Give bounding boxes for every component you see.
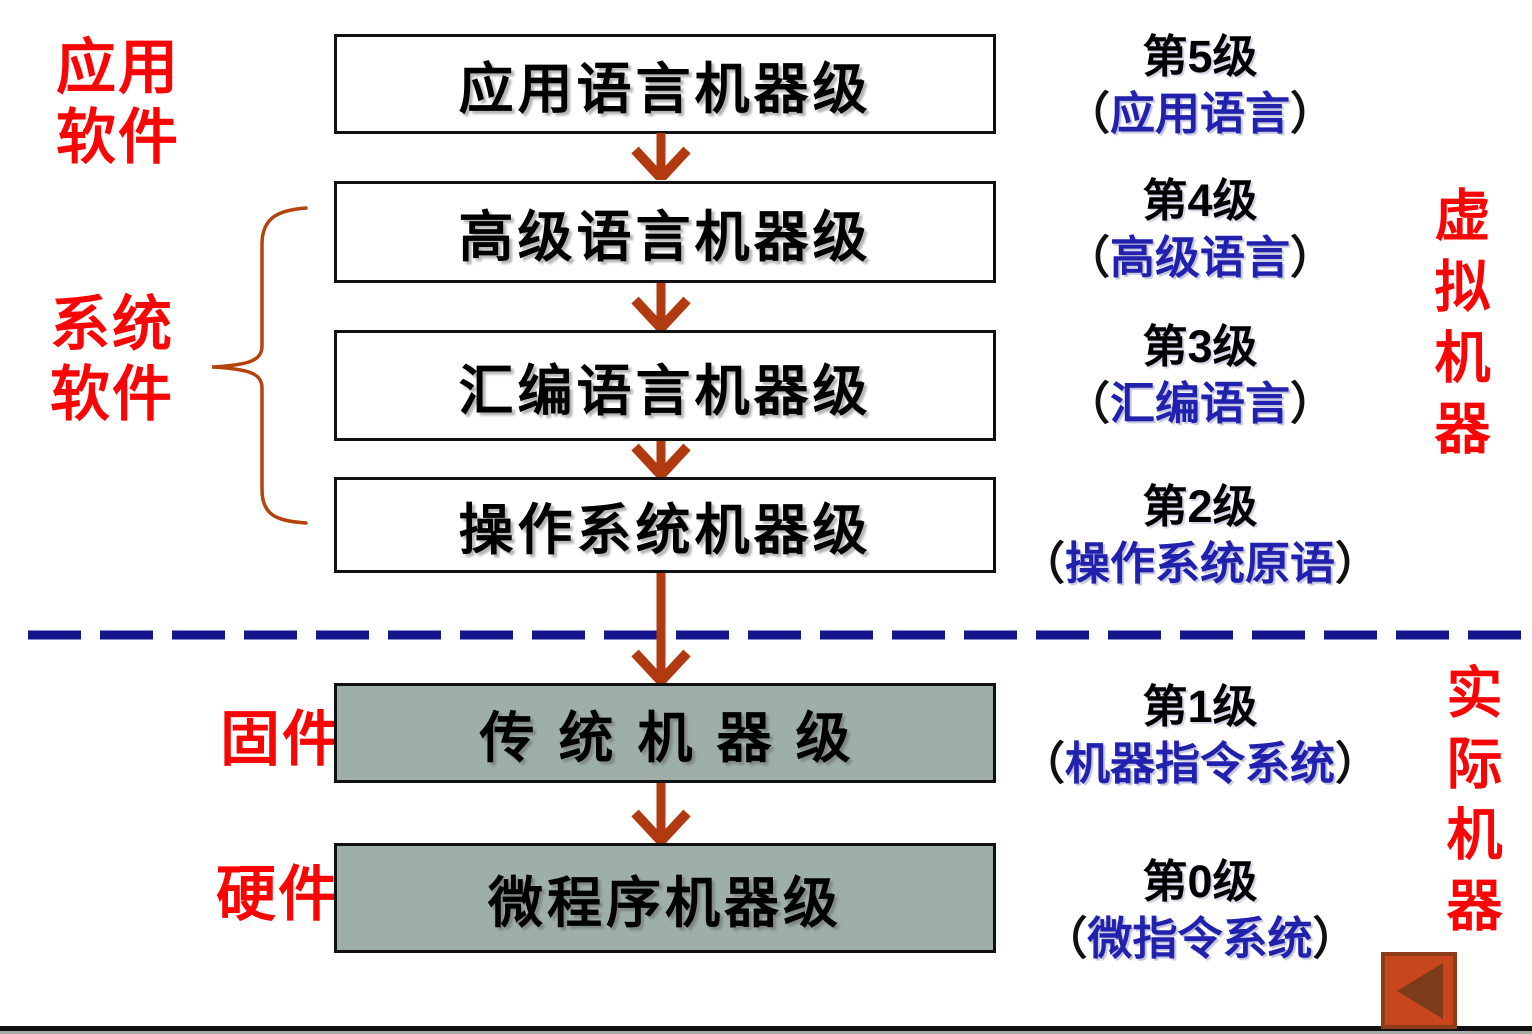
label-virtual-machine: 虚拟机器 [1425,186,1491,470]
box-microprogram-machine-label: 微程序机器级 [487,870,842,935]
level-2-caption: （操作系统原语） [1019,537,1381,590]
level-0-label: 第0级 （微指令系统） [980,853,1420,967]
back-triangle-icon [1397,962,1443,1019]
label-system-software: 系统 软件 [34,290,190,430]
box-application-language-level: 应用语言机器级 [334,34,996,134]
down-arrow-4 [631,573,691,683]
system-software-brace [211,206,308,525]
level-3-number: 3 [1187,321,1213,372]
box-conventional-machine-level: 传统机器级 [334,683,996,783]
level-4-title: 第4级 [1142,174,1258,227]
slide-bottom-shadow [0,1031,1532,1034]
down-arrow-5 [631,783,691,843]
level-1-label: 第1级 （机器指令系统） [980,678,1420,792]
box-operating-system-level: 操作系统机器级 [334,477,996,573]
box-high-level-language-label: 高级语言机器级 [458,204,872,269]
level-1-title: 第1级 [1142,680,1258,733]
box-high-level-language-level: 高级语言机器级 [334,181,996,283]
box-application-language-label: 应用语言机器级 [458,56,872,121]
level-0-number: 0 [1187,856,1213,907]
box-operating-system-label: 操作系统机器级 [458,497,872,562]
label-application-software-line2: 软件 [56,103,180,173]
label-application-software-line1: 应用 [56,33,180,103]
down-arrow-3 [631,441,691,477]
level-3-caption: （汇编语言） [1064,377,1336,430]
box-assembly-language-label: 汇编语言机器级 [458,357,872,423]
virtual-actual-divider-line [28,630,1532,640]
box-conventional-machine-label: 传统机器级 [479,705,875,770]
box-microprogram-machine-level: 微程序机器级 [334,843,996,953]
level-5-caption: （应用语言） [1064,87,1336,140]
level-3-title: 第3级 [1142,320,1258,373]
label-system-software-line2: 软件 [50,360,174,430]
label-application-software: 应用 软件 [40,33,196,173]
level-2-number: 2 [1187,481,1213,532]
level-1-caption: （机器指令系统） [1019,737,1381,790]
level-5-label: 第5级 （应用语言） [980,28,1420,142]
level-2-label: 第2级 （操作系统原语） [980,478,1420,592]
level-4-caption: （高级语言） [1064,231,1336,284]
down-arrow-1 [631,133,691,180]
level-0-caption: （微指令系统） [1042,912,1358,965]
box-assembly-language-level: 汇编语言机器级 [334,330,996,441]
label-hardware: 硬件 [216,860,340,930]
label-actual-machine: 实际机器 [1437,663,1503,947]
slide-bottom-border [0,1026,1532,1031]
label-firmware: 固件 [220,705,344,775]
down-arrow-2 [631,283,691,330]
level-4-label: 第4级 （高级语言） [980,172,1420,286]
level-2-title: 第2级 [1142,480,1258,533]
level-4-number: 4 [1187,175,1213,226]
back-nav-button[interactable] [1381,952,1457,1029]
level-0-title: 第0级 [1142,855,1258,908]
level-5-number: 5 [1187,31,1213,82]
level-1-number: 1 [1187,681,1213,732]
level-5-title: 第5级 [1142,30,1258,83]
level-3-label: 第3级 （汇编语言） [980,318,1420,432]
label-system-software-line1: 系统 [50,290,174,360]
